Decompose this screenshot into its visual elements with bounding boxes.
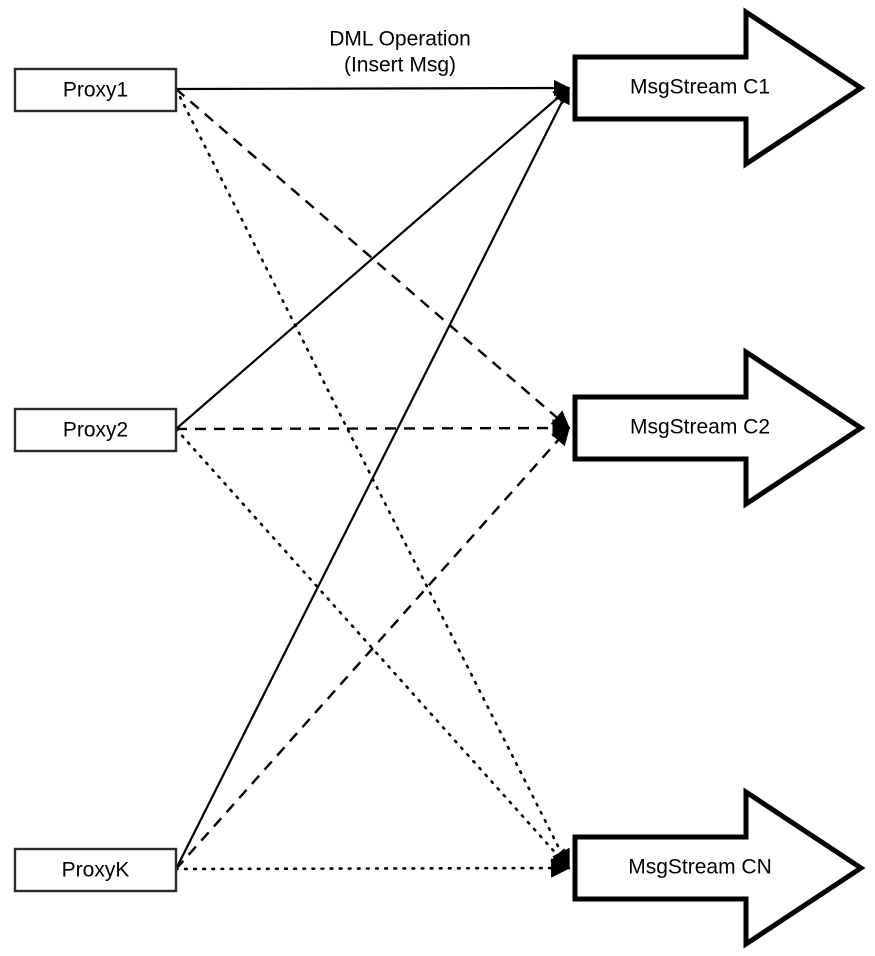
edge-proxyk-to-c2	[175, 426, 570, 870]
edge-proxy2-to-cn	[174, 427, 571, 870]
dml-operation-annotation: DML Operation (Insert Msg)	[329, 28, 471, 77]
edge-proxy1-to-c1	[175, 79, 571, 97]
edge-proxy2-to-c2	[175, 419, 571, 438]
stream-msgstream-c1[interactable]: MsgStream C1	[572, 7, 866, 169]
stream-label: MsgStream CN	[628, 856, 772, 879]
stream-label: MsgStream C1	[630, 76, 770, 99]
edge-proxy1-to-c2	[175, 88, 571, 429]
edges-layer	[174, 79, 571, 878]
stream-msgstream-c2[interactable]: MsgStream C2	[572, 347, 866, 509]
proxy-node-proxyk[interactable]: ProxyK	[13, 847, 178, 893]
edge-proxyk-to-cn	[174, 858, 571, 878]
edge-proxy2-to-c1	[175, 87, 570, 430]
stream-msgstream-cn[interactable]: MsgStream CN	[572, 787, 866, 949]
edge-proxyk-to-c1	[175, 86, 570, 870]
streams-layer: MsgStream C1 MsgStream C2 MsgStream CN	[572, 7, 866, 949]
proxy-box	[13, 67, 178, 113]
stream-label: MsgStream C2	[630, 416, 770, 439]
proxy-node-proxy2[interactable]: Proxy2	[13, 407, 178, 453]
proxy-label: ProxyK	[62, 859, 130, 882]
dml-operation-line1: DML Operation	[329, 28, 471, 51]
proxy-box	[13, 847, 178, 893]
stream-arrow-shape	[572, 787, 866, 949]
proxy-box	[13, 407, 178, 453]
dml-operation-line2: (Insert Msg)	[344, 54, 456, 77]
stream-arrow-shape	[572, 347, 866, 509]
stream-arrow-shape	[572, 7, 866, 169]
proxy-node-proxy1[interactable]: Proxy1	[13, 67, 178, 113]
proxy-label: Proxy2	[63, 419, 128, 442]
proxy-label: Proxy1	[63, 79, 128, 102]
